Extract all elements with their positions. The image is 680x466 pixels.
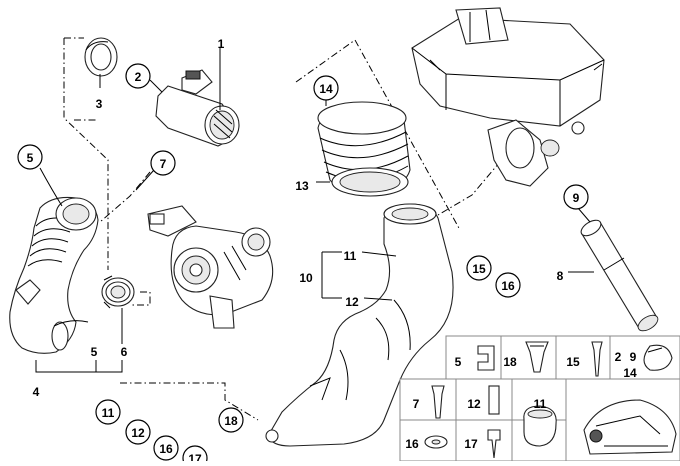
callout-c17a: 17 [182,445,208,466]
pipe-part-8 [580,219,659,332]
legend-label-g7: 7 [413,397,420,411]
callout-c16a: 16 [495,272,521,298]
part-label-l10: 10 [299,271,313,285]
part-label-l5: 5 [91,345,98,359]
part-label-l3: 3 [96,97,103,111]
part-label-l4: 4 [33,385,40,399]
callout-circle [466,255,492,281]
ring-part-3 [84,37,118,77]
callout-number: 18 [224,414,238,428]
callout-circle [218,407,244,433]
legend-label-g15: 15 [566,355,580,369]
bellows-part-13 [317,101,411,197]
parts-legend-grid [399,335,680,462]
legend-label-g2914: 9 [630,350,637,364]
legend-label-g2914: 2 [615,350,622,364]
leader-lines [35,48,594,373]
legend-label-g11: 11 [534,397,547,411]
callout-number: 7 [160,157,167,171]
callout-circle [150,150,176,176]
part-label-l8: 8 [557,269,564,283]
callout-circle [95,399,121,425]
part-label-l6: 6 [121,345,128,359]
callout-c14: 14 [313,75,339,101]
callout-c2: 2 [125,63,151,89]
callout-c11a: 11 [95,399,121,425]
callout-circle [495,272,521,298]
legend-label-g16: 16 [405,437,419,451]
callout-circle [313,75,339,101]
callout-layer: 2 5 7 9 11 12 14 15 16 16 17 18 [17,63,589,466]
callout-c9: 9 [563,184,589,210]
callout-number: 16 [501,279,515,293]
callout-c16b: 16 [153,435,179,461]
callout-number: 5 [27,151,34,165]
callout-number: 14 [319,82,333,96]
air-filter-housing [411,7,605,187]
callout-c18a: 18 [218,407,244,433]
bellows-ring-part-6 [101,275,135,309]
legend-label-g5: 5 [455,355,462,369]
legend-label-g17: 17 [464,437,478,451]
callout-c5: 5 [17,144,43,170]
callout-circle [153,435,179,461]
callout-circle [125,419,151,445]
part-label-l11: 11 [344,249,357,263]
legend-label-g12: 12 [467,397,481,411]
legend-label-g18: 18 [503,355,517,369]
callout-circle [563,184,589,210]
callout-c7: 7 [150,150,176,176]
part-label-l13: 13 [295,179,309,193]
callout-number: 11 [102,406,115,420]
callout-c12a: 12 [125,419,151,445]
intake-hose-part-4 [9,196,99,354]
callout-circle [17,144,43,170]
location-marker-icon [589,429,603,443]
air-mass-meter-part-1 [155,69,240,147]
part-label-l1: 1 [218,37,225,51]
callout-number: 16 [159,442,173,456]
callout-number: 9 [573,191,580,205]
callout-c15a: 15 [466,255,492,281]
callout-number: 17 [188,452,202,461]
callout-number: 2 [135,70,142,84]
turbocharger [147,205,274,329]
callout-number: 12 [131,426,145,440]
part-label-l12: 12 [345,295,359,309]
callout-number: 15 [472,262,486,276]
charge-air-duct-part-10 [265,203,454,447]
callout-circle [125,63,151,89]
legend-label-g2914: 14 [623,366,637,380]
